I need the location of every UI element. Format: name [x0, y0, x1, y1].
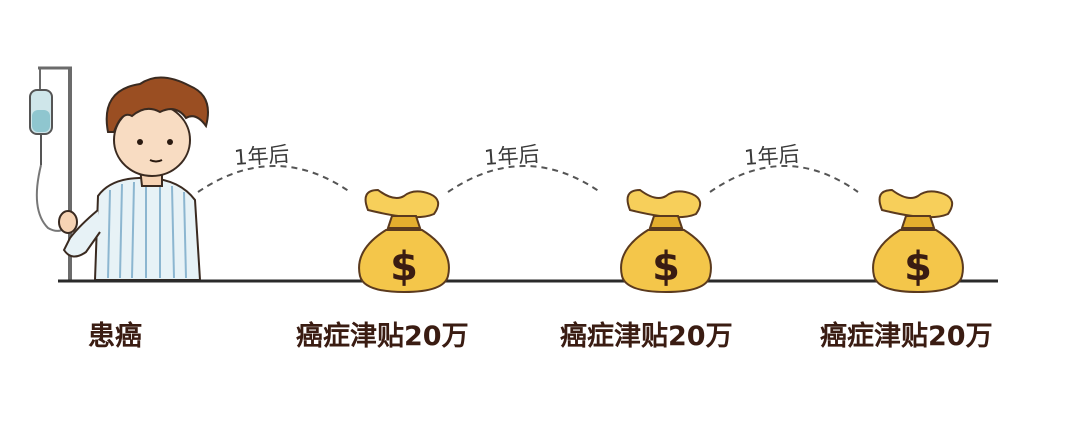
svg-text:$: $	[904, 244, 932, 290]
svg-text:$: $	[652, 244, 680, 290]
start-label: 患癌	[88, 321, 142, 352]
patient-figure	[58, 76, 209, 281]
money-bag-icon: $	[620, 188, 712, 294]
payout-label-1: 癌症津贴20万	[296, 321, 469, 352]
money-bag-icon: $	[358, 188, 450, 294]
interval-label-1: 1年后	[233, 142, 291, 170]
interval-arc-2	[447, 165, 601, 193]
interval-label-3: 1年后	[743, 142, 801, 170]
interval-arc-1	[197, 165, 351, 193]
svg-text:$: $	[390, 244, 418, 290]
interval-arc-3	[709, 165, 859, 193]
money-bag-icon: $	[872, 188, 964, 294]
interval-label-2: 1年后	[483, 142, 541, 170]
payout-label-3: 癌症津贴20万	[820, 321, 993, 352]
payout-label-2: 癌症津贴20万	[560, 321, 733, 352]
